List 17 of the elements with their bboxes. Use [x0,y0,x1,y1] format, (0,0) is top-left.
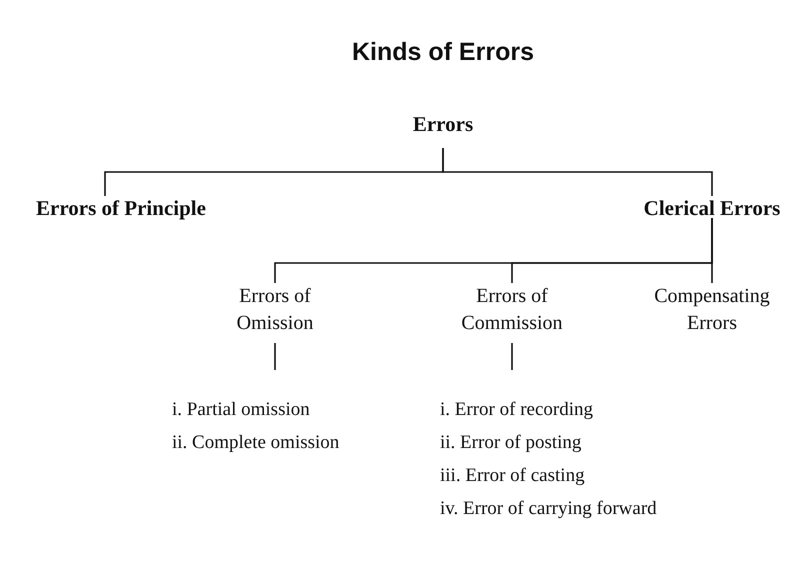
list-item: ii. Error of posting [440,431,582,455]
list-item: iii. Error of casting [440,464,586,488]
category-label: Errors [412,112,474,137]
list-item: iv. Error of carrying forward [440,497,658,521]
list-item: i. Partial omission [172,398,311,422]
diagram-title: Kinds of Errors [351,38,535,67]
list-item: i. Error of recording [440,398,594,422]
category-label: Errors of Principle [35,196,207,221]
category-label: Errors of Omission [236,284,314,336]
connector-line [511,343,513,370]
connector-line [274,343,276,370]
category-label: Errors of Commission [460,284,564,336]
list-item: ii. Complete omission [172,431,340,455]
connector-line [711,218,713,283]
category-label: Compensating Errors [653,284,771,336]
connector-line [442,148,713,196]
category-label: Clerical Errors [642,196,782,221]
